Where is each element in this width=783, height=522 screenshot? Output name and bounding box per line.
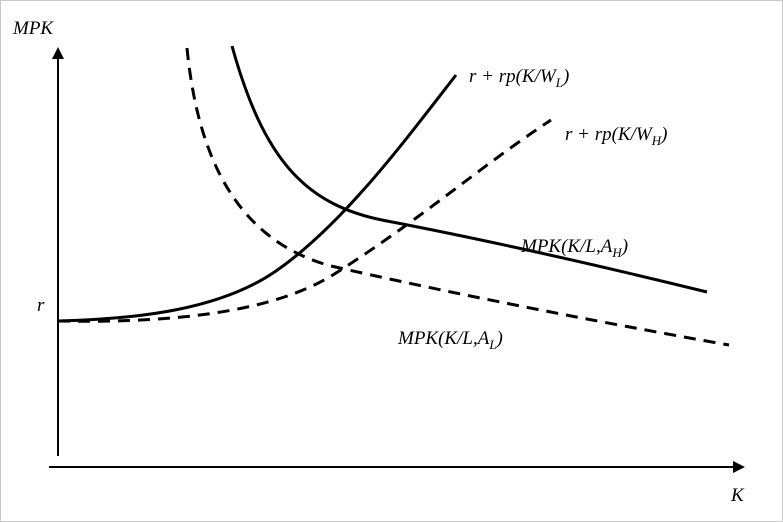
x-axis-label: K	[730, 485, 745, 506]
curve-supply-low-wealth	[57, 74, 458, 323]
y-tick-label-r: r	[37, 295, 45, 316]
y-axis-label: MPK	[12, 18, 54, 39]
label-supply-high-wealth: r + rp(K/WH)	[565, 124, 667, 148]
curve-supply-high-wealth	[57, 118, 552, 323]
label-supply-low-wealth: r + rp(K/WL)	[469, 66, 569, 90]
curve-mpk-low	[185, 47, 730, 347]
curve-mpk-high	[230, 45, 708, 294]
label-mpk-low: MPK(K/L,AL)	[397, 328, 503, 352]
label-mpk-high: MPK(K/L,AH)	[520, 236, 628, 260]
